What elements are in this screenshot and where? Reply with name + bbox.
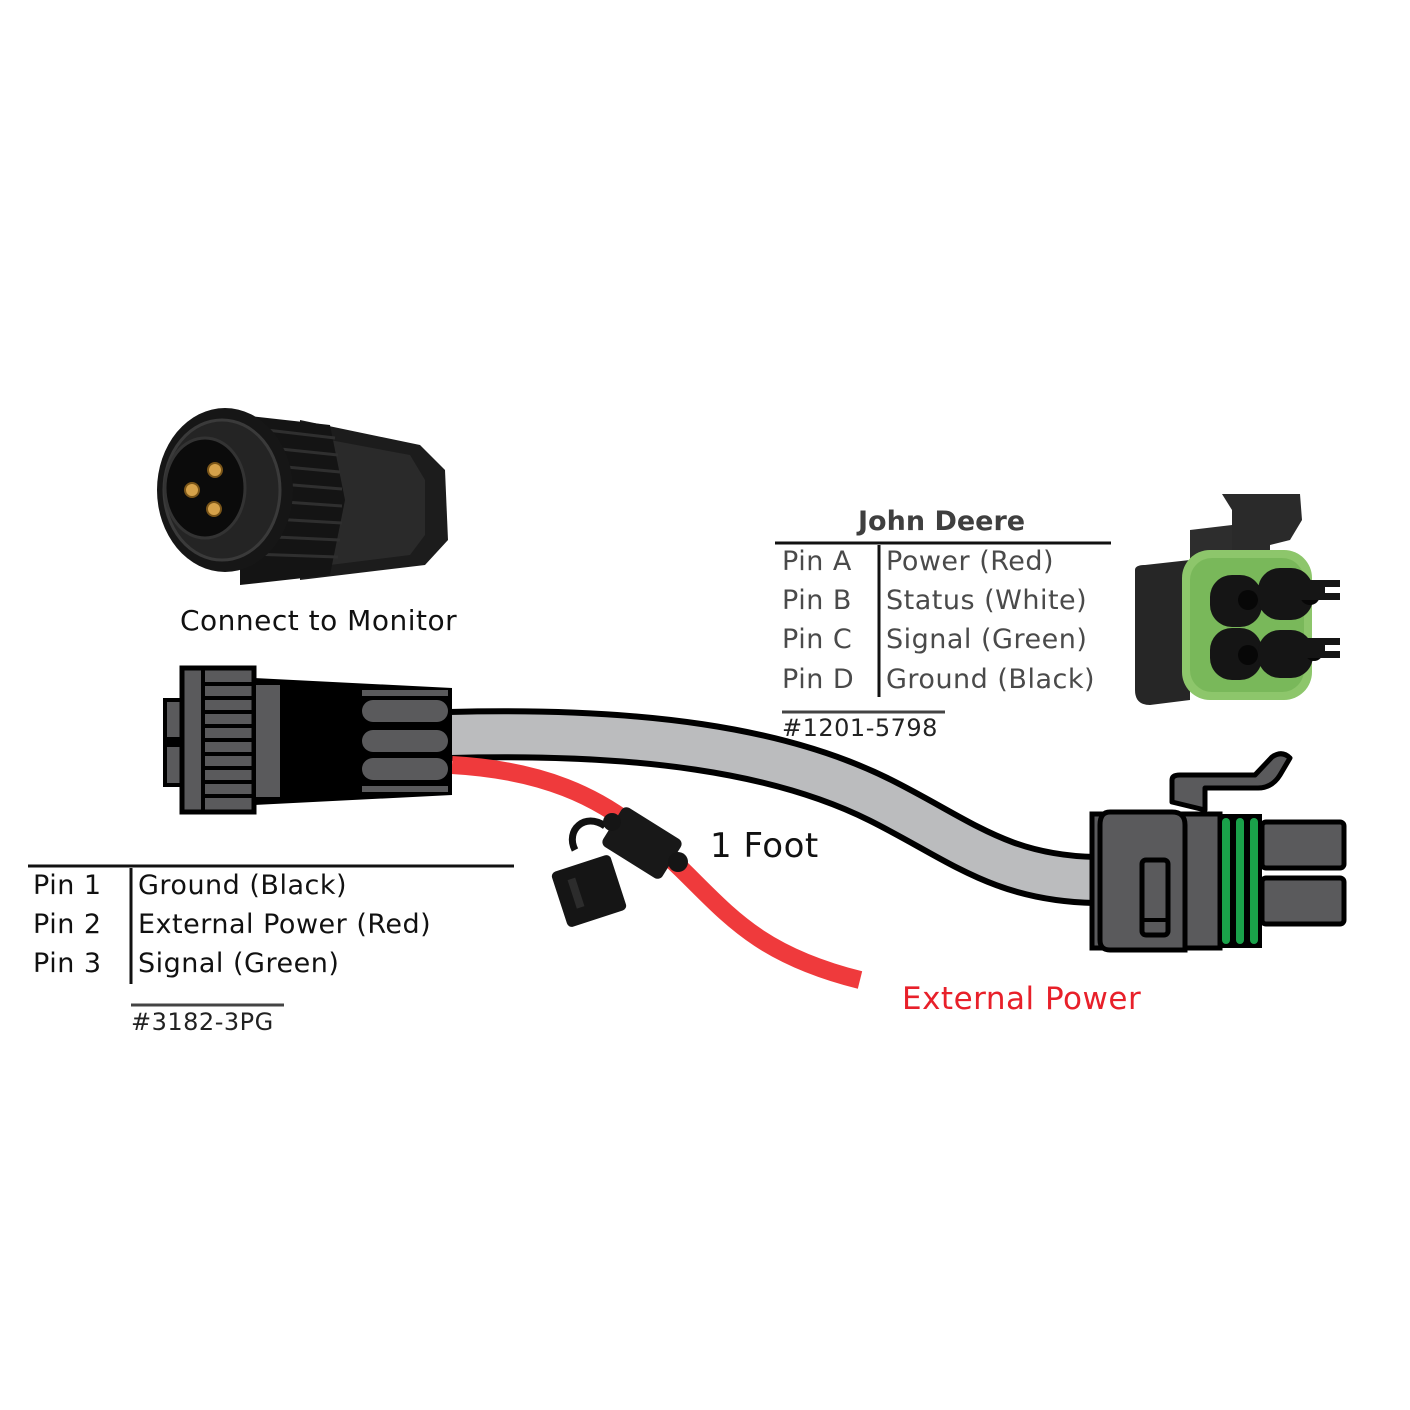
pin-function: Power (Red) <box>886 546 1055 577</box>
monitor-part-number: #3182-3PG <box>131 1008 274 1036</box>
monitor-connector-photo <box>157 408 448 585</box>
pin-function: Ground (Black) <box>138 870 348 901</box>
pin-id: Pin 2 <box>33 909 102 940</box>
inline-fuse-holder <box>551 807 688 927</box>
john-deere-connector-photo <box>1135 494 1343 705</box>
pin-function: Signal (Green) <box>138 948 340 979</box>
jd-pin-table: Pin A Power (Red) Pin B Status (White) P… <box>782 546 1122 706</box>
monitor-pin-table: Pin 1 Ground (Black) Pin 2 External Powe… <box>33 870 513 990</box>
pin-id: Pin 3 <box>33 948 102 979</box>
pin-id: Pin 1 <box>33 870 102 901</box>
pin-function: Signal (Green) <box>886 624 1088 655</box>
pin-function: Status (White) <box>886 585 1088 616</box>
pin-id: Pin A <box>782 546 852 577</box>
cable-length-label: 1 Foot <box>710 826 819 866</box>
pin-function: External Power (Red) <box>138 909 432 940</box>
monitor-photo-label: Connect to Monitor <box>180 604 458 637</box>
john-deere-connector-drawing <box>1089 751 1347 953</box>
external-power-label: External Power <box>902 981 1142 1017</box>
jd-part-number: #1201-5798 <box>782 714 938 742</box>
pin-function: Ground (Black) <box>886 664 1096 695</box>
pin-id: Pin B <box>782 585 852 616</box>
jd-table-heading: John Deere <box>858 506 1026 537</box>
monitor-connector-drawing <box>163 665 452 815</box>
pin-id: Pin D <box>782 664 855 695</box>
pin-id: Pin C <box>782 624 853 655</box>
